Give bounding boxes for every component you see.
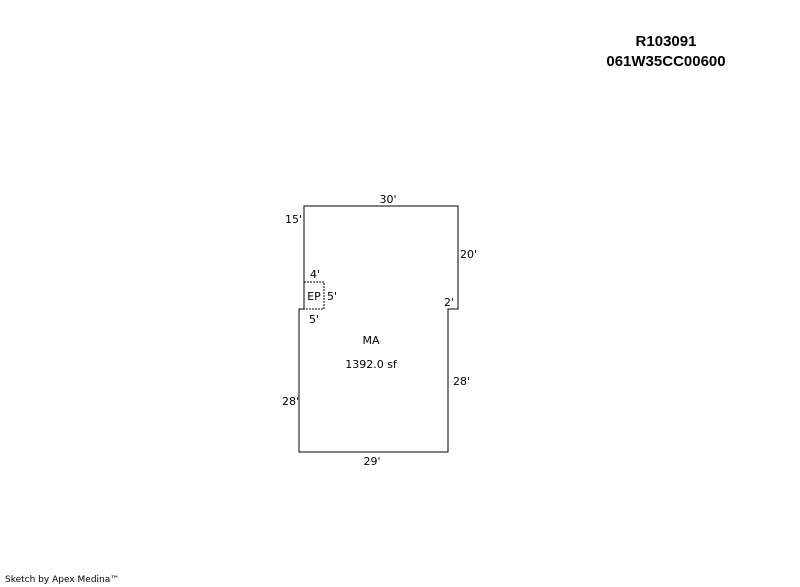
dimension-lower-right: 28' — [453, 375, 470, 388]
sketch-credit: Sketch by Apex Medina™ — [5, 575, 120, 585]
main-area-outline — [298, 205, 459, 453]
dimension-upper-left: 15' — [285, 213, 302, 226]
dimension-top: 30' — [379, 193, 396, 206]
main-area-size: 1392.0 sf — [345, 358, 398, 371]
dimension-porch-top: 4' — [310, 268, 320, 281]
porch-label: EP — [307, 290, 321, 303]
dimension-bottom: 29' — [363, 455, 380, 468]
dimension-upper-right: 20' — [460, 248, 477, 261]
map-number: 061W35CC00600 — [606, 53, 726, 70]
parcel-number: R103091 — [635, 33, 697, 50]
dimension-porch-bottom: 5' — [309, 313, 319, 326]
dimension-lower-left: 28' — [282, 395, 299, 408]
dimension-notch: 2' — [444, 296, 454, 309]
parcel-header: R103091 061W35CC00600 — [586, 32, 746, 72]
dimension-porch-side: 5' — [327, 290, 337, 303]
main-area-label: MA — [362, 334, 379, 347]
porch-outline — [304, 281, 325, 310]
